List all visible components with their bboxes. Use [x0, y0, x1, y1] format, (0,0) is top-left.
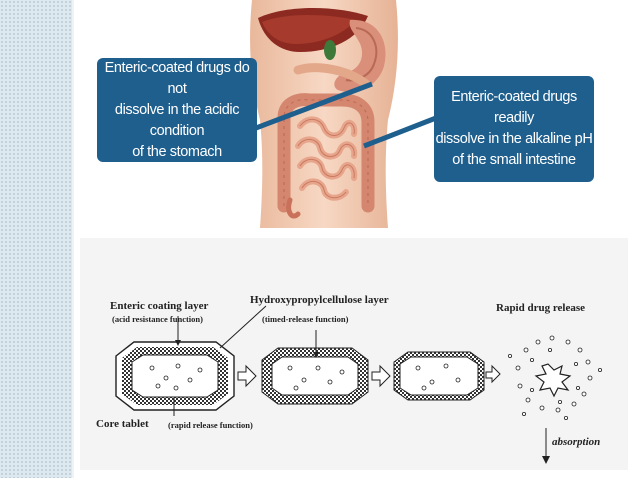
enteric-layer-note: (acid resistance function)	[112, 314, 203, 324]
stomach-callout-line: Enteric-coated drugs do not	[104, 59, 250, 97]
hpc-layer-label: Hydroxypropylcellulose layer	[250, 294, 389, 306]
core-tablet-label: Core tablet	[96, 418, 149, 430]
digestive-system-illustration	[250, 0, 398, 228]
tablet-thin-coat	[393, 351, 485, 401]
intestine-callout-line: dissolve in the alkaline pH	[435, 131, 593, 147]
tablet-hpc-coated	[261, 347, 369, 405]
side-divider	[72, 0, 74, 478]
core-tablet-note: (rapid release function)	[168, 420, 253, 430]
absorption-label: absorption	[552, 436, 601, 448]
rapid-release-burst	[507, 335, 603, 420]
rapid-release-label: Rapid drug release	[496, 302, 586, 314]
release-mechanism-drawing	[115, 305, 603, 464]
tablet-full-coated	[115, 341, 235, 411]
stomach-callout: Enteric-coated drugs do not dissolve in …	[97, 58, 257, 162]
hpc-layer-note: (timed-release function)	[262, 314, 349, 324]
decorative-side-strip	[0, 0, 72, 478]
stomach-callout-line: of the stomach	[132, 143, 222, 160]
release-mechanism-figure: Enteric coating layer (acid resistance f…	[80, 238, 628, 470]
intestine-callout-line: of the small intestine	[452, 152, 576, 168]
intestine-callout-line: Enteric-coated drugs readily	[451, 89, 577, 126]
intestine-callout: Enteric-coated drugs readily dissolve in…	[434, 76, 594, 182]
stomach-callout-line: dissolve in the acidic condition	[114, 101, 240, 139]
enteric-layer-label: Enteric coating layer	[110, 300, 209, 312]
